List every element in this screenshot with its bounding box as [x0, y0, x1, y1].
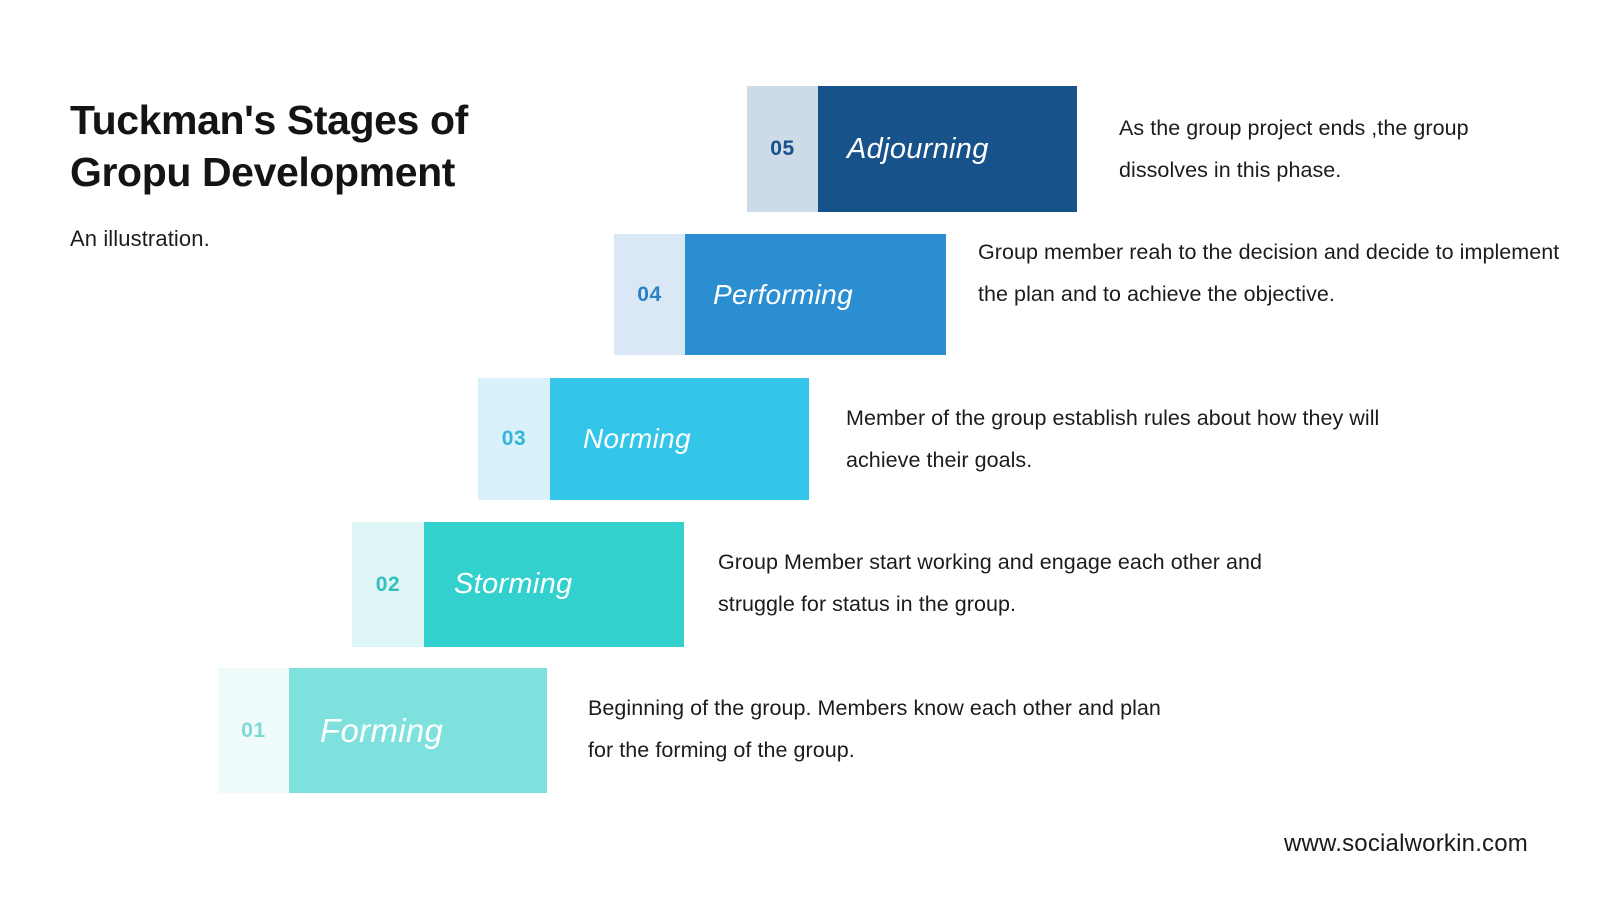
stage-label-box-04: Performing [685, 234, 946, 355]
stage-label-04: Performing [713, 278, 853, 310]
stage-label-box-02: Storming [424, 522, 684, 647]
stage-label-01: Forming [320, 711, 444, 749]
stage-number-box-02: 02 [352, 522, 424, 647]
stage-description-04: Group member reah to the decision and de… [978, 240, 1560, 306]
page-subtitle: An illustration. [70, 226, 210, 252]
stage-bar-04[interactable]: 04 Performing [614, 234, 946, 355]
stage-number-box-05: 05 [747, 86, 818, 212]
stage-label-box-05: Adjourning [818, 86, 1077, 212]
stage-number-box-04: 04 [614, 234, 685, 355]
stage-row-01: 01 Forming Beginning of the group. Membe… [218, 668, 1198, 793]
stage-label-03: Norming [583, 423, 691, 454]
stage-row-02: 02 Storming Group Member start working a… [352, 522, 1302, 647]
stage-bar-02[interactable]: 02 Storming [352, 522, 684, 647]
stage-number-box-01: 01 [218, 668, 289, 793]
heading-block: Tuckman's Stages of Gropu Development An… [70, 95, 630, 252]
stage-label-05: Adjourning [847, 132, 989, 165]
stage-description-05: As the group project ends ,the group dis… [1119, 116, 1469, 182]
stage-label-02: Storming [454, 568, 573, 600]
stage-description-02: Group Member start working and engage ea… [718, 550, 1263, 616]
stage-label-box-03: Norming [550, 378, 809, 500]
stage-bar-01[interactable]: 01 Forming [218, 668, 547, 793]
page-title: Tuckman's Stages of Gropu Development [70, 97, 468, 195]
stage-label-box-01: Forming [289, 668, 547, 793]
stage-row-05: 05 Adjourning As the group project ends … [747, 86, 1547, 212]
stage-number-01: 01 [241, 718, 266, 742]
stage-number-02: 02 [375, 572, 401, 596]
stage-description-03: Member of the group establish rules abou… [846, 406, 1380, 472]
stage-number-box-03: 03 [478, 378, 550, 500]
stage-description-01: Beginning of the group. Members know eac… [588, 696, 1161, 762]
stage-row-04: 04 Performing Group member reah to the d… [614, 234, 1564, 355]
stage-number-05: 05 [770, 137, 795, 160]
stage-number-04: 04 [637, 282, 662, 306]
stage-row-03: 03 Norming Member of the group establish… [478, 378, 1428, 500]
footer-website: www.socialworkin.com [1283, 830, 1528, 857]
stage-bar-03[interactable]: 03 Norming [478, 378, 809, 500]
stage-bar-05[interactable]: 05 Adjourning [747, 86, 1077, 212]
stage-number-03: 03 [501, 427, 527, 450]
